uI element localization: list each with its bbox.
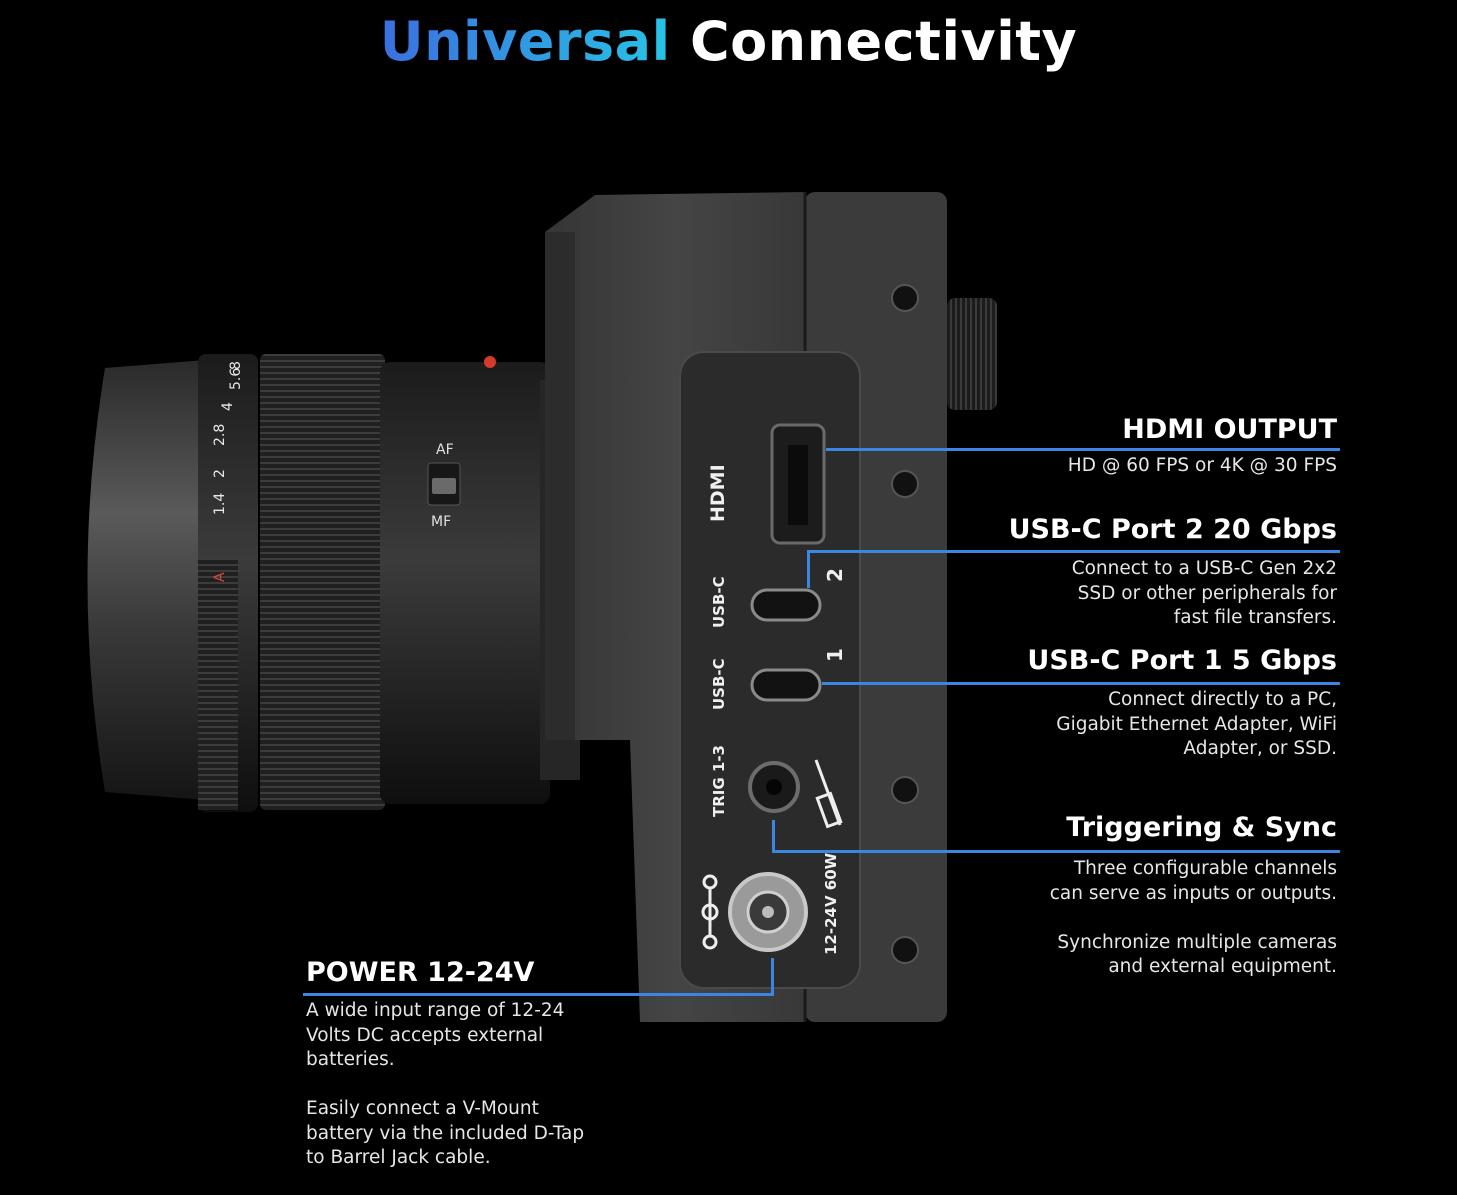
trig-desc-line: Synchronize multiple cameras (1057, 931, 1337, 953)
power-desc: A wide input range of 12-24 Volts DC acc… (306, 999, 584, 1171)
auto-mark: A (212, 572, 228, 582)
usb2-desc: Connect to a USB-C Gen 2x2 SSD or other … (1072, 557, 1337, 631)
body-front (545, 232, 575, 740)
polarity-icon (701, 874, 719, 950)
trig-callout-line-v (772, 820, 775, 852)
screw-hole (891, 936, 919, 964)
hdmi-desc: HD @ 60 FPS or 4K @ 30 FPS (1068, 454, 1337, 479)
ports (701, 423, 843, 952)
usb1-desc: Connect directly to a PC, Gigabit Ethern… (1056, 688, 1337, 762)
aperture-mark: 8 (228, 361, 244, 370)
power-desc-line: A wide input range of 12-24 (306, 1000, 565, 1021)
usb1-desc-line: Adapter, or SSD. (1183, 738, 1337, 759)
lens-grip-ring (198, 560, 238, 810)
power-desc-line: batteries. (306, 1049, 395, 1070)
aperture-mark: 4 (220, 402, 236, 411)
hdmi-desc-line: HD @ 60 FPS or 4K @ 30 FPS (1067, 455, 1337, 476)
headline-rest: Connectivity (689, 10, 1078, 73)
aperture-mark: 2 (212, 469, 228, 478)
power-port-pin (762, 906, 774, 918)
headline-accent: Universal (379, 10, 671, 73)
power-desc-line: Volts DC accepts external (306, 1024, 544, 1046)
lens-red-dot (484, 356, 496, 368)
usb1-callout-line (822, 682, 1340, 685)
usb-c-port-2 (750, 588, 822, 622)
power-callout-line-h (303, 993, 774, 996)
usb2-callout-line-v (807, 550, 810, 588)
aperture-mark: 5.6 (228, 368, 244, 390)
usb1-desc-line: Gigabit Ethernet Adapter, WiFi (1056, 713, 1337, 735)
usb2-desc-line: Connect to a USB-C Gen 2x2 (1071, 558, 1337, 579)
screw-hole (891, 470, 919, 498)
usb1-desc-line: Connect directly to a PC, (1108, 689, 1337, 710)
trig-desc-line: and external equipment. (1108, 956, 1337, 977)
power-callout-line-v (771, 958, 774, 995)
power-desc-line (306, 1073, 584, 1098)
usb2-callout-line-h (807, 550, 1340, 553)
lens-rear-barrel (380, 362, 550, 804)
usb-c-2-silk-label: USB-C (710, 576, 728, 628)
hdmi-title: HDMI OUTPUT (1122, 414, 1337, 445)
hdmi-callout-line (826, 448, 1340, 451)
trig-desc: Three configurable channels can serve as… (1050, 857, 1337, 980)
trig-silk-label: TRIG 1-3 (710, 745, 728, 817)
trig-callout-line-h (772, 850, 1340, 853)
usb-c-port-1 (750, 668, 822, 702)
usb-c-1-silk-label: USB-C (710, 658, 728, 710)
trig-port-center (766, 779, 782, 795)
trig-desc-line (1050, 906, 1337, 931)
headline: Universal Connectivity (0, 10, 1457, 73)
side-knob (947, 298, 997, 410)
lens-hood (87, 360, 205, 800)
lens (87, 354, 580, 812)
trig-desc-line: Three configurable channels (1073, 858, 1337, 879)
usb-port-number-2: 2 (823, 568, 847, 582)
usb-port-number-1: 1 (823, 648, 847, 662)
power-desc-line: to Barrel Jack cable. (306, 1147, 491, 1168)
hdmi-port-inner (788, 445, 808, 525)
focus-mode-switch-knob (432, 478, 456, 494)
lens-aperture-scale: 1.4 2 2.8 4 5.6 8 A (212, 361, 244, 582)
trigger-cable-icon (814, 759, 843, 829)
usb2-desc-line: fast file transfers. (1173, 607, 1337, 628)
aperture-mark: 2.8 (212, 424, 228, 446)
trig-title: Triggering & Sync (1066, 812, 1337, 843)
trig-desc-line: can serve as inputs or outputs. (1049, 882, 1337, 904)
power-title: POWER 12-24V (306, 957, 535, 988)
screw-hole (891, 284, 919, 312)
screw-hole (891, 776, 919, 804)
mf-label: MF (431, 514, 451, 530)
hdmi-silk-label: HDMI (707, 464, 729, 522)
usb1-title: USB-C Port 1 5 Gbps (1027, 645, 1337, 676)
usb2-title: USB-C Port 2 20 Gbps (1008, 514, 1337, 545)
power-desc-line: battery via the included D-Tap (306, 1122, 585, 1144)
power-desc-line: Easily connect a V-Mount (306, 1098, 539, 1119)
lens-focus-ring (260, 354, 385, 810)
aperture-mark: 1.4 (212, 493, 228, 515)
power-silk-label: 12-24V 60W (822, 852, 840, 955)
af-label: AF (436, 442, 454, 458)
usb2-desc-line: SSD or other peripherals for (1077, 582, 1337, 604)
